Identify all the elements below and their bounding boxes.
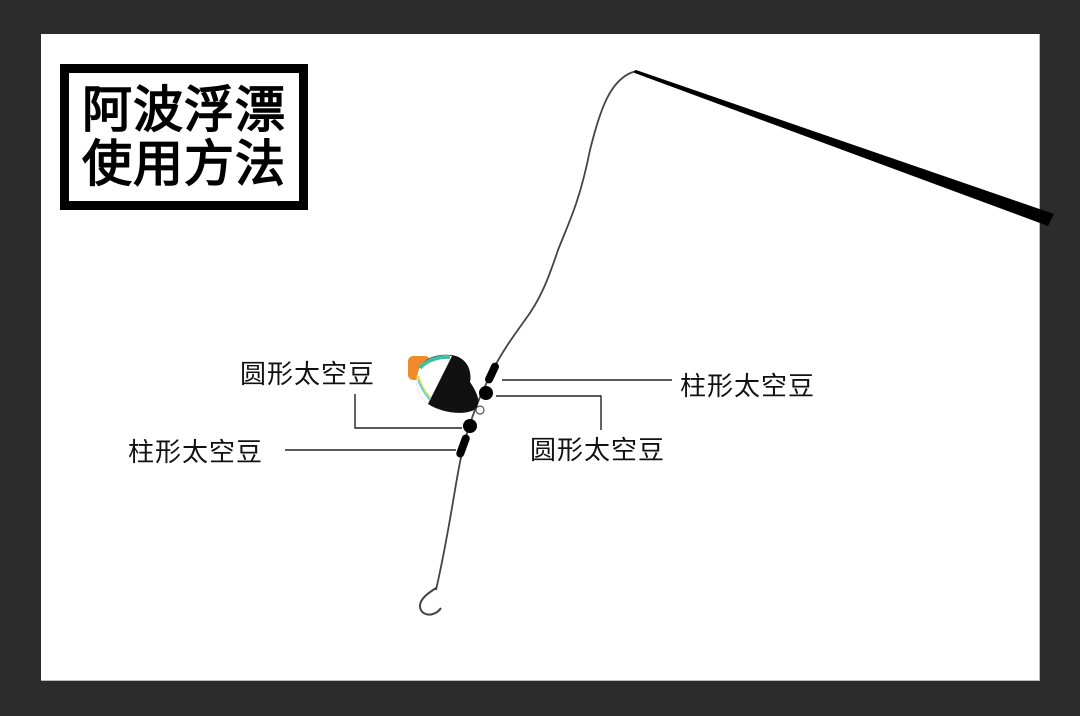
abo-float-icon xyxy=(408,354,479,413)
label-left-cylinder-bead: 柱形太空豆 xyxy=(128,438,264,468)
upper-cylinder-bead xyxy=(485,362,499,384)
lower-cylinder-bead xyxy=(456,434,470,458)
fishing-rod-icon xyxy=(632,70,1054,226)
fishing-line xyxy=(435,71,634,591)
lower-round-bead xyxy=(463,419,477,433)
upper-round-bead xyxy=(479,386,493,400)
leader-left-round xyxy=(354,394,462,429)
swivel-icon xyxy=(475,405,485,415)
beads xyxy=(456,362,499,458)
leader-lines xyxy=(285,379,672,451)
label-right-cylinder-bead: 柱形太空豆 xyxy=(680,372,816,402)
title-box: 阿波浮漂 使用方法 xyxy=(60,64,308,210)
title-line-1: 阿波浮漂 xyxy=(82,81,286,139)
leader-right-round xyxy=(496,395,602,430)
fishing-hook-icon xyxy=(418,587,442,616)
label-left-round-bead: 圆形太空豆 xyxy=(240,360,376,390)
title-line-2: 使用方法 xyxy=(82,135,286,193)
label-right-round-bead: 圆形太空豆 xyxy=(530,436,666,466)
